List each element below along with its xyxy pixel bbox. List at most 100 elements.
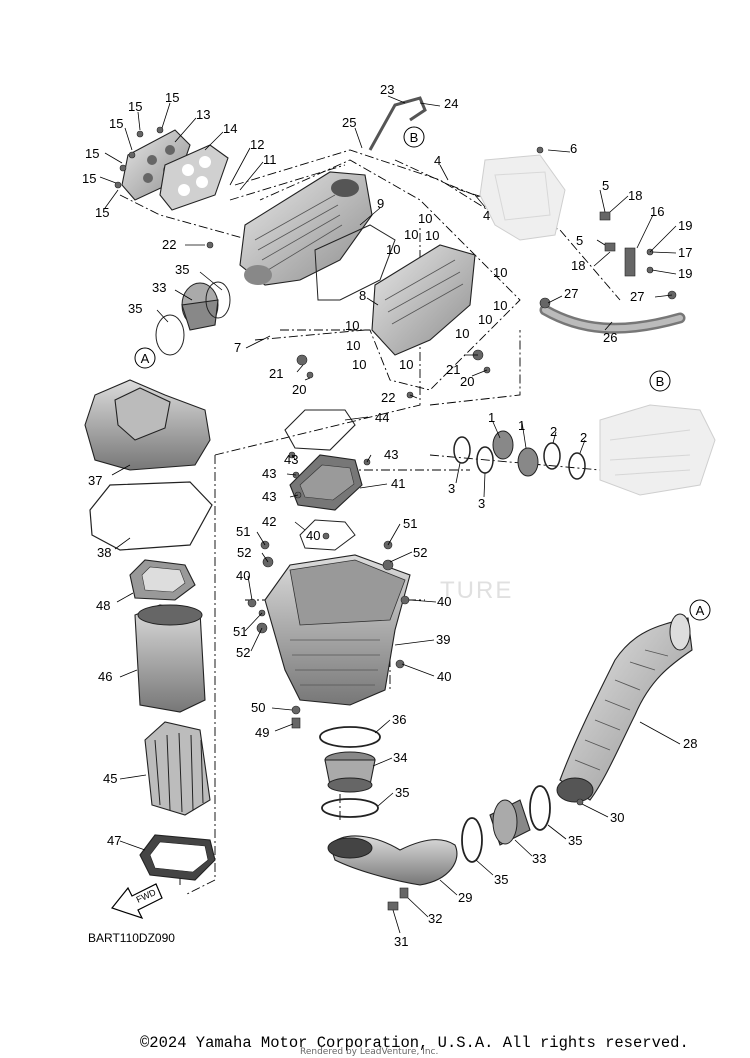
part-46-filter-element	[134, 604, 206, 713]
svg-text:40: 40	[437, 594, 451, 609]
part-33-hose-joint-upper	[155, 281, 231, 356]
svg-text:10: 10	[404, 227, 418, 242]
part-23-breather	[368, 96, 427, 151]
part-8-chamber	[371, 244, 476, 356]
engine-ghost-top	[479, 154, 566, 241]
part-28-intake-duct	[556, 613, 693, 803]
svg-text:18: 18	[628, 188, 642, 203]
svg-text:23: 23	[380, 82, 394, 97]
svg-text:50: 50	[251, 700, 265, 715]
svg-text:2: 2	[580, 430, 587, 445]
ref-marker-b-top: B	[403, 126, 425, 148]
svg-text:36: 36	[392, 712, 406, 727]
svg-text:20: 20	[460, 374, 474, 389]
svg-text:33: 33	[532, 851, 546, 866]
svg-text:21: 21	[269, 366, 283, 381]
part-38-lid-gasket	[89, 481, 213, 551]
svg-text:43: 43	[384, 447, 398, 462]
svg-text:A: A	[696, 603, 705, 618]
part-35-clamp-mid	[461, 817, 483, 863]
part-7-intake-body	[239, 171, 373, 286]
svg-text:10: 10	[493, 298, 507, 313]
svg-text:5: 5	[602, 178, 609, 193]
svg-text:35: 35	[395, 785, 409, 800]
svg-text:5: 5	[576, 233, 583, 248]
ref-marker-a-left: A	[134, 347, 156, 369]
part-29-elbow-duct	[327, 835, 458, 886]
svg-text:12: 12	[250, 137, 264, 152]
svg-text:6: 6	[570, 141, 577, 156]
part-42-seal	[299, 519, 356, 551]
svg-text:35: 35	[175, 262, 189, 277]
svg-text:27: 27	[564, 286, 578, 301]
svg-text:11: 11	[263, 152, 277, 167]
svg-text:47: 47	[107, 833, 121, 848]
svg-text:27: 27	[630, 289, 644, 304]
part-14-gasket	[159, 144, 229, 211]
svg-text:51: 51	[403, 516, 417, 531]
part-9-seal	[314, 224, 396, 301]
svg-text:39: 39	[436, 632, 450, 647]
svg-text:34: 34	[393, 750, 407, 765]
svg-text:48: 48	[96, 598, 110, 613]
svg-text:15: 15	[85, 146, 99, 161]
svg-text:10: 10	[345, 318, 359, 333]
rendered-note: Rendered by LeadVenture, Inc.	[300, 1047, 439, 1057]
svg-text:20: 20	[292, 382, 306, 397]
svg-text:26: 26	[603, 330, 617, 345]
svg-text:7: 7	[234, 340, 241, 355]
part-35-clamp-lower	[321, 798, 379, 818]
svg-text:3: 3	[448, 481, 455, 496]
part-44-cover-seal	[284, 409, 356, 451]
svg-text:22: 22	[381, 390, 395, 405]
svg-text:38: 38	[97, 545, 111, 560]
svg-text:15: 15	[82, 171, 96, 186]
svg-text:51: 51	[233, 624, 247, 639]
svg-text:16: 16	[650, 204, 664, 219]
svg-text:46: 46	[98, 669, 112, 684]
svg-text:32: 32	[428, 911, 442, 926]
svg-text:B: B	[410, 130, 419, 145]
svg-text:8: 8	[359, 288, 366, 303]
svg-text:2: 2	[550, 424, 557, 439]
svg-text:10: 10	[493, 265, 507, 280]
svg-text:24: 24	[444, 96, 458, 111]
part-41-cover	[289, 454, 363, 511]
svg-text:15: 15	[165, 90, 179, 105]
diagram-code: BART110DZ090	[88, 931, 175, 945]
part-33-joint-lower	[489, 799, 531, 846]
svg-text:19: 19	[678, 266, 692, 281]
svg-text:52: 52	[413, 545, 427, 560]
coupler-set	[453, 430, 586, 480]
svg-text:15: 15	[109, 116, 123, 131]
svg-text:10: 10	[346, 338, 360, 353]
engine-ghost-b	[599, 404, 716, 496]
svg-text:43: 43	[262, 489, 276, 504]
svg-text:44: 44	[375, 410, 389, 425]
svg-text:29: 29	[458, 890, 472, 905]
svg-text:19: 19	[678, 218, 692, 233]
svg-text:9: 9	[377, 196, 384, 211]
svg-text:B: B	[656, 374, 665, 389]
svg-text:41: 41	[391, 476, 405, 491]
svg-text:10: 10	[352, 357, 366, 372]
svg-text:30: 30	[610, 810, 624, 825]
svg-text:35: 35	[568, 833, 582, 848]
part-35-clamp-right	[529, 785, 551, 831]
part-34-joint	[324, 751, 376, 793]
svg-text:21: 21	[446, 362, 460, 377]
leader-lines	[99, 95, 681, 934]
svg-text:25: 25	[342, 115, 356, 130]
svg-text:22: 22	[162, 237, 176, 252]
svg-text:10: 10	[386, 242, 400, 257]
svg-text:45: 45	[103, 771, 117, 786]
svg-text:10: 10	[399, 357, 413, 372]
svg-text:35: 35	[128, 301, 142, 316]
part-37-filter-lid	[84, 379, 211, 471]
svg-text:52: 52	[236, 645, 250, 660]
svg-text:31: 31	[394, 934, 408, 949]
svg-text:28: 28	[683, 736, 697, 751]
svg-text:18: 18	[571, 258, 585, 273]
callout-labels: 15 15 15 15 15 15 13 14 12 11 22 35 33 3…	[82, 82, 697, 949]
part-47-filter-seal	[139, 834, 216, 881]
